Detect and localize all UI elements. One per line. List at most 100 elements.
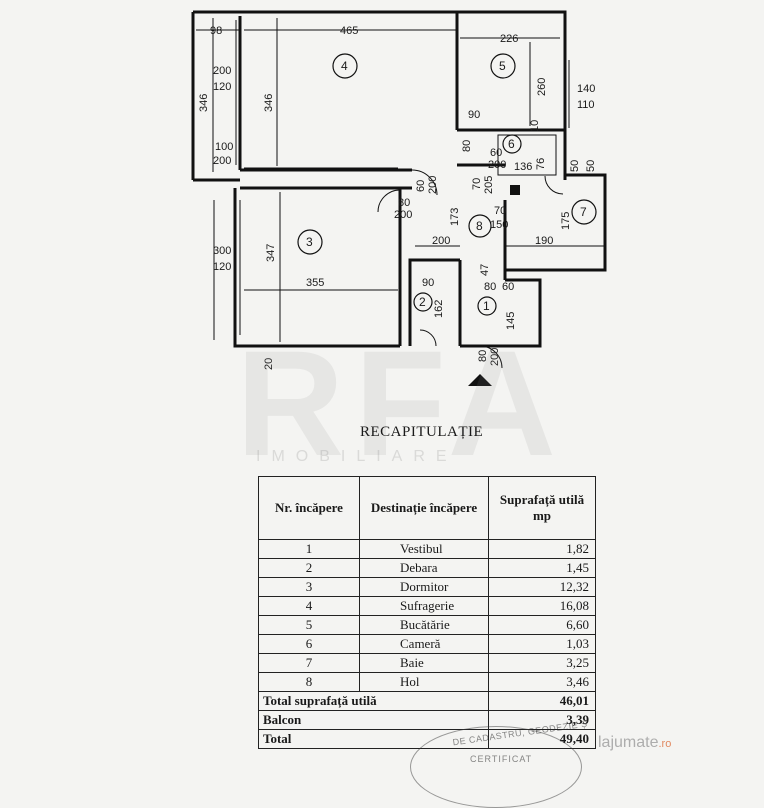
room-number: 4 xyxy=(341,59,348,73)
dim-label: 347 xyxy=(265,244,277,262)
dim-label: 190 xyxy=(535,235,553,247)
dim-label: 140 xyxy=(577,83,595,95)
dim-label: 76 xyxy=(535,158,547,170)
recap-title: RECAPITULAȚIE xyxy=(360,424,484,440)
dim-label: 80 xyxy=(398,197,410,209)
table-row: 2 Debara 1,45 xyxy=(258,558,596,578)
cell-destinatie: Debara xyxy=(359,558,489,578)
cell-nr: 3 xyxy=(258,577,360,597)
site-tld: .ro xyxy=(658,738,672,750)
plan-walls xyxy=(191,10,607,369)
dim-label: 200 xyxy=(213,155,231,167)
cell-nr: 7 xyxy=(258,653,360,673)
table-row: 6 Cameră 1,03 xyxy=(258,634,596,654)
table-row: 1 Vestibul 1,82 xyxy=(258,539,596,559)
cell-nr: 4 xyxy=(258,596,360,616)
site-name: lajumate xyxy=(598,734,659,751)
table-row: 5 Bucătărie 6,60 xyxy=(258,615,596,635)
dim-label: 346 xyxy=(198,94,210,112)
dim-label: 200 xyxy=(213,65,231,77)
table-row: 7 Baie 3,25 xyxy=(258,653,596,673)
dim-label: 205 xyxy=(483,176,495,194)
dim-label: 200 xyxy=(394,209,412,221)
dim-label: 47 xyxy=(479,264,491,276)
cell-nr: 6 xyxy=(258,634,360,654)
cell-destinatie: Baie xyxy=(359,653,489,673)
dim-label: 90 xyxy=(468,109,480,121)
room-number: 2 xyxy=(419,295,426,309)
balcon-value: 3,39 xyxy=(488,710,596,730)
balcon-label: Balcon xyxy=(258,710,489,730)
cell-destinatie: Cameră xyxy=(359,634,489,654)
cell-nr: 5 xyxy=(258,615,360,635)
dim-label: 465 xyxy=(340,25,358,37)
dim-label: 10 xyxy=(529,120,541,132)
dim-label: 60 xyxy=(502,281,514,293)
dimension-labels: 98 465 226 200 120 346 346 260 140 110 1… xyxy=(198,25,597,370)
cell-destinatie: Bucătărie xyxy=(359,615,489,635)
dim-label: 300 xyxy=(213,245,231,257)
shaft-hatch xyxy=(510,185,520,195)
dim-label: 173 xyxy=(449,208,461,226)
cell-nr: 8 xyxy=(258,672,360,692)
dim-label: 200 xyxy=(427,176,439,194)
north-arrow-icon xyxy=(468,374,492,386)
dim-label: 70 xyxy=(471,178,483,190)
cell-suprafata: 3,46 xyxy=(488,672,596,692)
dim-label: 175 xyxy=(560,212,572,230)
dim-label: 346 xyxy=(263,94,275,112)
room-number: 5 xyxy=(499,59,506,73)
cell-suprafata: 1,45 xyxy=(488,558,596,578)
total-label: Total xyxy=(258,729,489,749)
cell-destinatie: Hol xyxy=(359,672,489,692)
dim-label: 98 xyxy=(210,25,222,37)
dim-label: 80 xyxy=(461,140,473,152)
dim-label: 200 xyxy=(432,235,450,247)
dim-label: 200 xyxy=(489,348,501,366)
recap-table: Nr. încăpere Destinație încăpere Suprafa… xyxy=(258,476,596,749)
dim-label: 50 xyxy=(585,160,597,172)
dim-label: 162 xyxy=(433,300,445,318)
dim-label: 90 xyxy=(422,277,434,289)
table-header-row: Nr. încăpere Destinație încăpere Suprafa… xyxy=(258,476,596,540)
dim-label: 50 xyxy=(569,160,581,172)
dim-label: 355 xyxy=(306,277,324,289)
balcon-row: Balcon 3,39 xyxy=(258,710,596,730)
dim-label: 70 xyxy=(494,205,506,217)
cell-nr: 2 xyxy=(258,558,360,578)
dim-label: 100 xyxy=(215,141,233,153)
table-row: 8 Hol 3,46 xyxy=(258,672,596,692)
cell-suprafata: 1,82 xyxy=(488,539,596,559)
site-watermark: lajumate.ro xyxy=(598,734,671,752)
room-number: 1 xyxy=(483,299,490,313)
cell-suprafata: 1,03 xyxy=(488,634,596,654)
room-number: 6 xyxy=(508,137,515,151)
dim-label: 120 xyxy=(213,261,231,273)
room-number: 7 xyxy=(580,205,587,219)
cell-destinatie: Sufragerie xyxy=(359,596,489,616)
cell-destinatie: Vestibul xyxy=(359,539,489,559)
dim-label: 60 xyxy=(415,180,427,192)
total-util-value: 46,01 xyxy=(488,691,596,711)
dim-label: 226 xyxy=(500,33,518,45)
dim-label: 20 xyxy=(263,358,275,370)
table-row: 3 Dormitor 12,32 xyxy=(258,577,596,597)
dim-label: 145 xyxy=(505,312,517,330)
cell-nr: 1 xyxy=(258,539,360,559)
dim-label: 200 xyxy=(488,159,506,171)
stamp-text: CERTIFICAT xyxy=(470,754,533,764)
col-header-suprafata: Suprafață utilă mp xyxy=(488,476,596,540)
dim-label: 60 xyxy=(490,147,502,159)
dim-label: 260 xyxy=(536,78,548,96)
cell-suprafata: 3,25 xyxy=(488,653,596,673)
room-number: 8 xyxy=(476,219,483,233)
cell-destinatie: Dormitor xyxy=(359,577,489,597)
dim-label: 110 xyxy=(577,99,595,111)
col-header-nr: Nr. încăpere xyxy=(258,476,360,540)
total-util-row: Total suprafață utilă 46,01 xyxy=(258,691,596,711)
dim-label: 150 xyxy=(490,219,508,231)
total-util-label: Total suprafață utilă xyxy=(258,691,489,711)
dim-label: 120 xyxy=(213,81,231,93)
room-markers: 4 5 6 7 8 3 2 1 xyxy=(297,53,597,316)
cell-suprafata: 16,08 xyxy=(488,596,596,616)
